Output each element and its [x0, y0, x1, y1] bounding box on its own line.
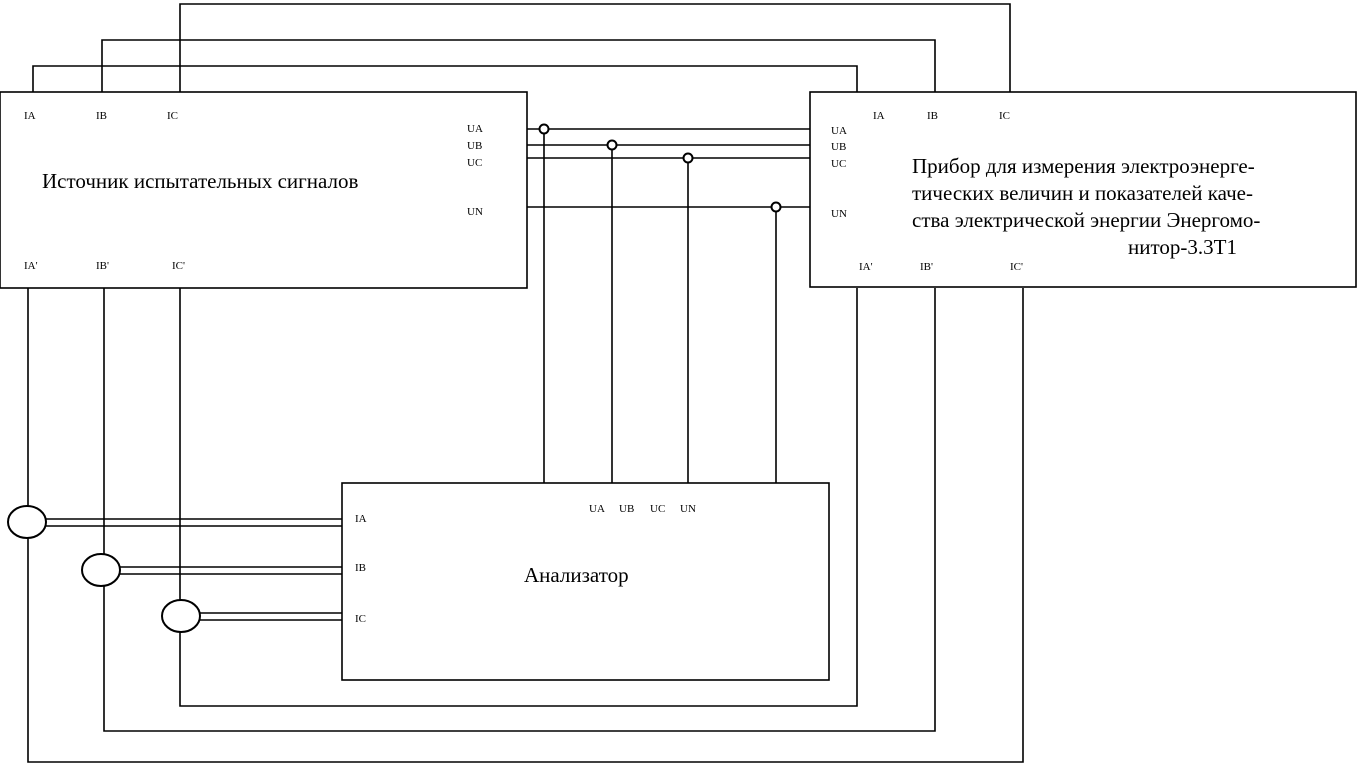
source-box [0, 91, 528, 289]
device-term-ia-prime: IA' [859, 261, 873, 273]
device-term-un: UN [831, 208, 847, 220]
device-block: Прибор для измерения электроэнерге- тиче… [809, 91, 1357, 288]
device-title-line-1: Прибор для измерения электроэнерге- [912, 154, 1255, 178]
analyzer-term-ua: UA [589, 503, 605, 515]
device-term-ia: IA [873, 110, 885, 122]
analyzer-term-ic: IC [355, 613, 366, 625]
source-block: Источник испытательных сигналов IA IB IC… [0, 91, 528, 289]
analyzer-box [341, 482, 830, 681]
voltage-bus [527, 128, 810, 483]
ct-clamp-ib-icon [81, 553, 121, 587]
analyzer-term-ia: IA [355, 513, 367, 525]
source-term-un: UN [467, 206, 483, 218]
junction-uc [682, 152, 694, 164]
analyzer-block: Анализатор IA IB IC UA UB UC UN [341, 482, 830, 681]
device-term-ub: UB [831, 141, 846, 153]
analyzer-title: Анализатор [524, 563, 629, 587]
analyzer-term-ib: IB [355, 562, 366, 574]
loop-ic-bottom [179, 288, 858, 707]
loop-ib-top [101, 39, 936, 92]
ct-clamp-ic-icon [161, 599, 201, 633]
device-box [809, 91, 1357, 288]
source-term-uc: UC [467, 157, 482, 169]
source-term-ib-prime: IB' [96, 260, 109, 272]
loop-ic-top [179, 3, 1011, 92]
junction-nodes [538, 123, 782, 213]
ct-leads [46, 518, 342, 621]
ct-clamp-ia-icon [7, 505, 47, 539]
source-title: Источник испытательных сигналов [42, 169, 358, 193]
device-title-line-3: ства электрической энергии Энергомо- [912, 208, 1260, 232]
source-term-ic: IC [167, 110, 178, 122]
device-term-ib: IB [927, 110, 938, 122]
device-term-ic-prime: IC' [1010, 261, 1023, 273]
analyzer-term-ub: UB [619, 503, 634, 515]
loop-ib-bottom [103, 288, 936, 732]
analyzer-term-uc: UC [650, 503, 665, 515]
junction-ua [538, 123, 550, 135]
device-term-ib-prime: IB' [920, 261, 933, 273]
source-term-ia: IA [24, 110, 36, 122]
device-term-ic: IC [999, 110, 1010, 122]
source-term-ib: IB [96, 110, 107, 122]
device-term-ua: UA [831, 125, 847, 137]
device-term-uc: UC [831, 158, 846, 170]
junction-ub [606, 139, 618, 151]
loop-ia-top [32, 65, 858, 92]
current-clamps [7, 505, 201, 633]
source-term-ub: UB [467, 140, 482, 152]
source-term-ua: UA [467, 123, 483, 135]
device-title-line-4: нитор-3.3Т1 [1128, 235, 1237, 259]
source-term-ic-prime: IC' [172, 260, 185, 272]
junction-un [770, 201, 782, 213]
analyzer-term-un: UN [680, 503, 696, 515]
device-title-line-2: тических величин и показателей каче- [912, 181, 1253, 205]
source-term-ia-prime: IA' [24, 260, 38, 272]
